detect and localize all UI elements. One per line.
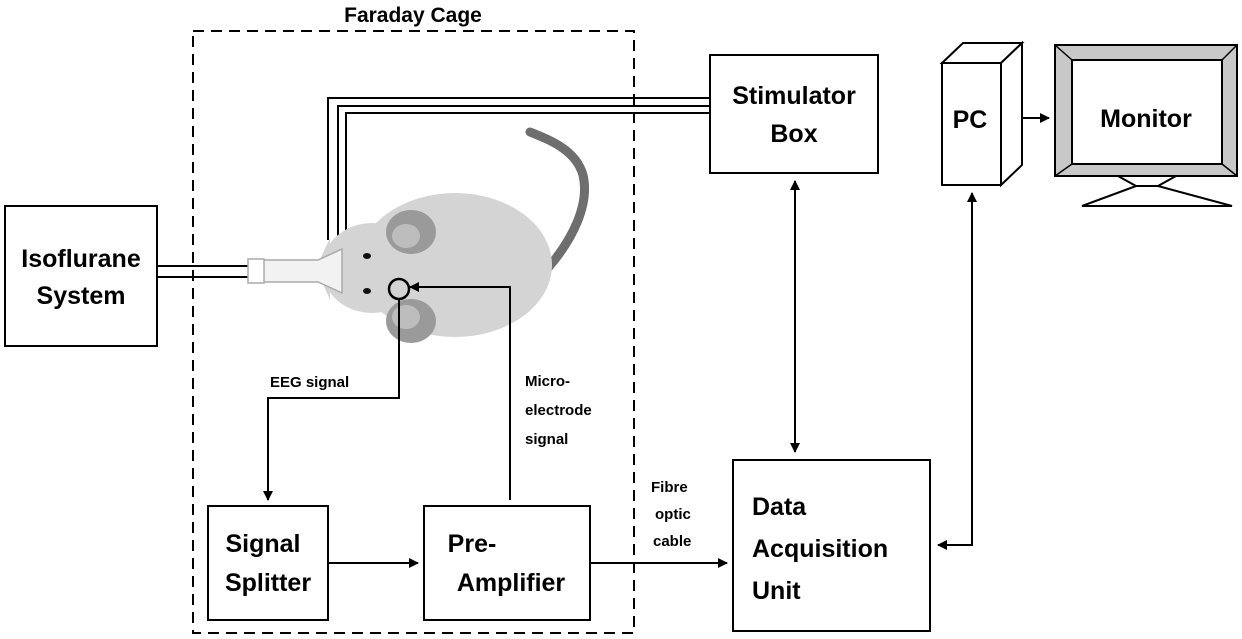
pc-label: PC [953,106,988,134]
daq-label-2: Acquisition [752,535,888,563]
preamp-label-1: Pre- [448,530,497,558]
daq-label-3: Unit [752,577,801,605]
nose-cone [261,247,343,295]
monitor-illustration [1054,44,1238,207]
faraday-cage-boundary [192,30,635,634]
mouse-ear-top-inner [392,224,420,248]
mouse-eye-top [363,253,371,259]
mouse-ear-bottom-inner [392,305,420,329]
pre-amplifier-box [423,505,591,621]
splitter-label-1: Signal [225,530,300,558]
stimulator-label-2: Box [770,120,817,148]
micro-label-1: Micro- [525,373,570,390]
pc-daq-link [937,192,977,550]
microelectrode-signal-line [409,282,511,500]
isoflurane-label-1: Isoflurane [21,245,141,273]
isoflurane-tube [156,265,252,278]
nose-cone-tip [247,258,265,284]
splitter-label-2: Splitter [225,569,311,597]
stimulator-wires [327,97,710,240]
fibre-label-2: optic [655,506,691,523]
mouse-tail [525,127,589,273]
eeg-signal-label: EEG signal [270,374,349,391]
stimulator-box [709,54,879,174]
mouse-eye-bottom [363,288,371,294]
daq-label-1: Data [752,493,807,521]
fibre-label-3: cable [653,533,691,550]
pc-tower [939,40,1025,188]
micro-label-3: signal [525,431,568,448]
stimulator-label-1: Stimulator [732,82,856,110]
isoflurane-system-box [4,205,158,347]
eeg-signal-line [263,299,400,501]
data-acquisition-unit-box [732,459,931,632]
faraday-cage-title: Faraday Cage [344,4,482,27]
mouse-illustration [247,127,589,343]
signal-splitter-box [207,505,329,621]
micro-label-2: electrode [525,402,592,419]
fibre-label-1: Fibre [651,479,688,496]
isoflurane-label-2: System [37,282,126,310]
preamp-label-2: Amplifier [457,569,566,597]
monitor-label: Monitor [1100,105,1192,133]
